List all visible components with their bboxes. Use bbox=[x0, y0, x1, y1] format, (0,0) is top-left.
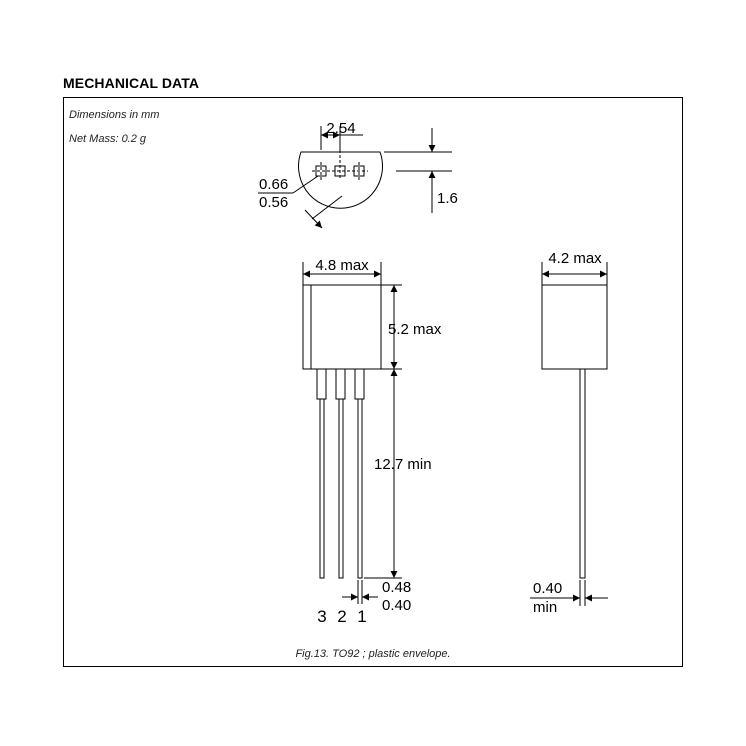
mass-note: Net Mass: 0.2 g bbox=[69, 133, 147, 145]
side-lead-min-label: min bbox=[533, 599, 557, 616]
pin-number-3: 3 bbox=[317, 607, 326, 626]
body-outline-front bbox=[302, 284, 382, 370]
front-view bbox=[302, 262, 402, 604]
pin-number-2: 2 bbox=[337, 607, 346, 626]
lead-width-max-label: 0.48 bbox=[382, 579, 411, 596]
body-outline-side bbox=[541, 284, 608, 370]
side-lead-label: 0.40 bbox=[533, 580, 562, 597]
drawing-frame bbox=[63, 97, 683, 667]
pitch-label: 2.54 bbox=[326, 120, 355, 137]
lead-width-min-label: 0.40 bbox=[382, 597, 411, 614]
figure-caption: Fig.13. TO92 ; plastic envelope. bbox=[295, 648, 451, 660]
lead-length-label: 12.7 min bbox=[374, 456, 432, 473]
lead-3 bbox=[319, 398, 325, 579]
lead-dia-max-label: 0.66 bbox=[259, 176, 288, 193]
pin-number-1: 1 bbox=[357, 607, 366, 626]
side-width-label: 4.2 max bbox=[548, 250, 602, 267]
top-view bbox=[258, 126, 452, 229]
flat-height-label: 1.6 bbox=[437, 190, 458, 207]
side-lead bbox=[579, 368, 586, 579]
lead-dia-min-label: 0.56 bbox=[259, 194, 288, 211]
units-note: Dimensions in mm bbox=[69, 109, 160, 121]
body-height-label: 5.2 max bbox=[388, 321, 442, 338]
section-heading: MECHANICAL DATA bbox=[63, 75, 200, 91]
lead-shoulder-3 bbox=[316, 368, 327, 400]
lead-shoulder-1 bbox=[354, 368, 365, 400]
lead-shoulder-2 bbox=[335, 368, 346, 400]
lead-pad-3 bbox=[315, 165, 327, 177]
side-view bbox=[530, 262, 608, 606]
body-width-label: 4.8 max bbox=[315, 257, 369, 274]
lead-2 bbox=[338, 398, 344, 579]
lead-1 bbox=[357, 398, 363, 579]
